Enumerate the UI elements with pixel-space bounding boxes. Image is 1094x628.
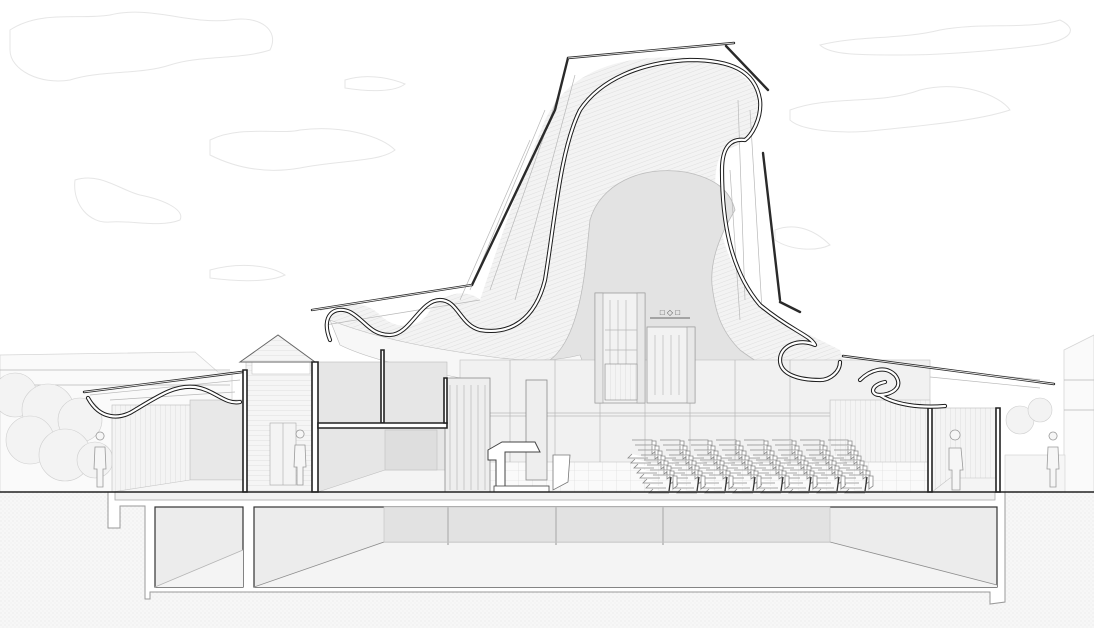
person-figure-outside bbox=[1046, 431, 1060, 488]
lattice-screen bbox=[444, 377, 491, 493]
pew bbox=[636, 454, 666, 474]
lectern-bench bbox=[552, 454, 571, 491]
side-rooms bbox=[317, 361, 448, 493]
figures bbox=[93, 429, 1060, 491]
wave-roof-shell bbox=[85, 57, 948, 419]
trees bbox=[0, 372, 1066, 493]
section-walls bbox=[0, 349, 1094, 493]
pew bbox=[630, 444, 660, 464]
person-figure-left bbox=[93, 431, 107, 488]
right-porch bbox=[931, 407, 999, 493]
pew bbox=[639, 459, 669, 479]
organ-towers: □ ◇ □ bbox=[594, 292, 696, 404]
chancel-furniture bbox=[444, 377, 571, 493]
basement bbox=[107, 491, 1006, 605]
cross-ornament: □ ◇ □ bbox=[660, 308, 680, 317]
sky-clouds bbox=[9, 11, 1071, 282]
pew bbox=[642, 464, 672, 484]
person-figure-right-porch bbox=[948, 429, 964, 491]
lattice-screen-right bbox=[525, 379, 548, 481]
altar bbox=[487, 441, 541, 493]
roof-outer-plates bbox=[82, 41, 1056, 394]
person-figure-vestibule bbox=[293, 429, 307, 486]
pew bbox=[633, 449, 663, 469]
entrance-vestibule bbox=[238, 334, 317, 493]
pews bbox=[627, 439, 874, 494]
pew bbox=[645, 469, 675, 489]
pew bbox=[627, 439, 657, 459]
